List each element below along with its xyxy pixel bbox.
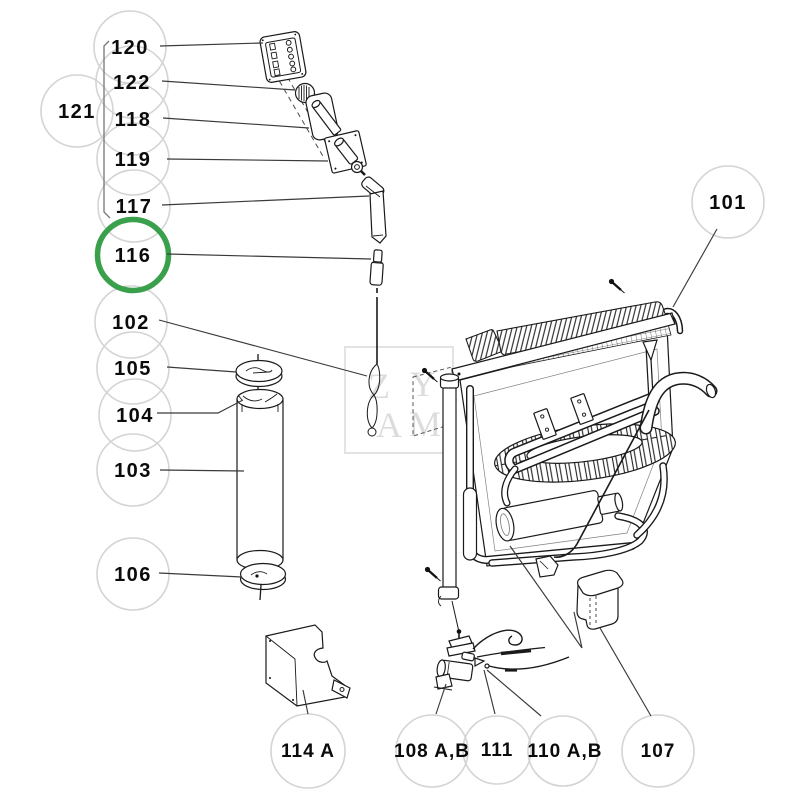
lower-pipes — [488, 409, 668, 578]
callout-label: 121 — [58, 101, 96, 123]
flue-tube — [437, 373, 460, 633]
screw-icon — [421, 367, 438, 383]
capillary-tube — [553, 409, 650, 558]
callout-116-selected[interactable]: 116 — [115, 245, 152, 267]
callout-107[interactable]: 107 — [641, 741, 676, 762]
callout-label: 105 — [114, 358, 152, 380]
callout-111[interactable]: 111 — [481, 740, 514, 761]
burner-jet — [474, 657, 486, 668]
callout-108ab[interactable]: 108 A,B — [394, 741, 470, 762]
callout-label: 119 — [115, 149, 152, 171]
screw-icon — [424, 566, 441, 582]
part-105-top-disc — [235, 359, 283, 388]
callout-label: 118 — [115, 109, 152, 131]
callout-label: 104 — [116, 405, 154, 427]
tube-sleeve — [462, 487, 478, 561]
callout-label: 114 A — [281, 741, 335, 762]
callout-label: 116 — [115, 245, 152, 267]
callout-label: 101 — [709, 192, 747, 214]
callout-101[interactable]: 101 — [709, 192, 747, 214]
part-119-mounting-plate — [324, 130, 367, 176]
part-106-bottom-disc — [239, 562, 287, 601]
burner-assembly — [433, 629, 570, 691]
mounting-clip — [535, 555, 559, 578]
callout-118[interactable]: 118 — [115, 109, 152, 131]
leader-lines — [157, 42, 718, 717]
hidden-panel-outline — [412, 366, 453, 437]
part-104-burner-tube-top — [236, 388, 284, 561]
pointer-lines — [509, 545, 583, 649]
callout-105[interactable]: 105 — [114, 358, 152, 380]
part-107-burner-cover — [576, 569, 624, 630]
callout-labels: 120 122 118 119 121 117 116 102 105 104 … — [58, 37, 747, 762]
thermocouple-lead — [472, 629, 523, 650]
watermark-letter: M — [409, 404, 441, 444]
part-101-cooling-unit — [421, 278, 718, 649]
callout-102[interactable]: 102 — [112, 312, 150, 334]
part-114a-burner-bracket — [265, 624, 351, 707]
callout-label: 103 — [114, 460, 152, 482]
callout-label: 102 — [112, 312, 150, 334]
callout-label: 106 — [114, 564, 152, 586]
callout-103[interactable]: 103 — [114, 460, 152, 482]
callout-label: 107 — [641, 741, 676, 762]
part-103-flue-baffle-column — [235, 354, 287, 601]
condenser-outlet-pipe — [639, 371, 718, 435]
highlight-ring-116 — [94, 216, 172, 294]
callout-label: 108 A,B — [394, 741, 470, 762]
callout-117[interactable]: 117 — [116, 196, 153, 218]
callout-110ab[interactable]: 110 A,B — [528, 741, 603, 762]
vapor-funnel — [642, 339, 658, 362]
mounting-screws — [421, 278, 625, 582]
callout-label: 117 — [116, 196, 153, 218]
callout-label: 110 A,B — [528, 741, 603, 762]
part-102-thermocouple-wire — [366, 288, 381, 437]
group-bracket-121 — [103, 40, 111, 219]
watermark: Z Y A M — [344, 346, 454, 454]
part-120-igniter-plate — [259, 31, 307, 83]
callout-121[interactable]: 121 — [58, 101, 96, 123]
callout-label: 111 — [481, 740, 514, 761]
callout-106[interactable]: 106 — [114, 564, 152, 586]
callout-119[interactable]: 119 — [115, 149, 152, 171]
part-117-flue-elbow — [361, 176, 387, 244]
callout-104[interactable]: 104 — [116, 405, 154, 427]
boiler-cylinder — [495, 490, 624, 542]
frame-tube — [462, 385, 636, 564]
electrode-cable — [488, 656, 570, 670]
callout-label: 122 — [113, 72, 151, 94]
callout-label: 120 — [111, 37, 149, 59]
part-118-burner-tube — [305, 92, 342, 141]
watermark-letter: A — [376, 405, 402, 445]
callout-122[interactable]: 122 — [113, 72, 151, 94]
screw-icon — [608, 278, 625, 294]
part-116-interrupter — [369, 249, 384, 286]
callout-114a[interactable]: 114 A — [281, 741, 335, 762]
callout-120[interactable]: 120 — [111, 37, 149, 59]
